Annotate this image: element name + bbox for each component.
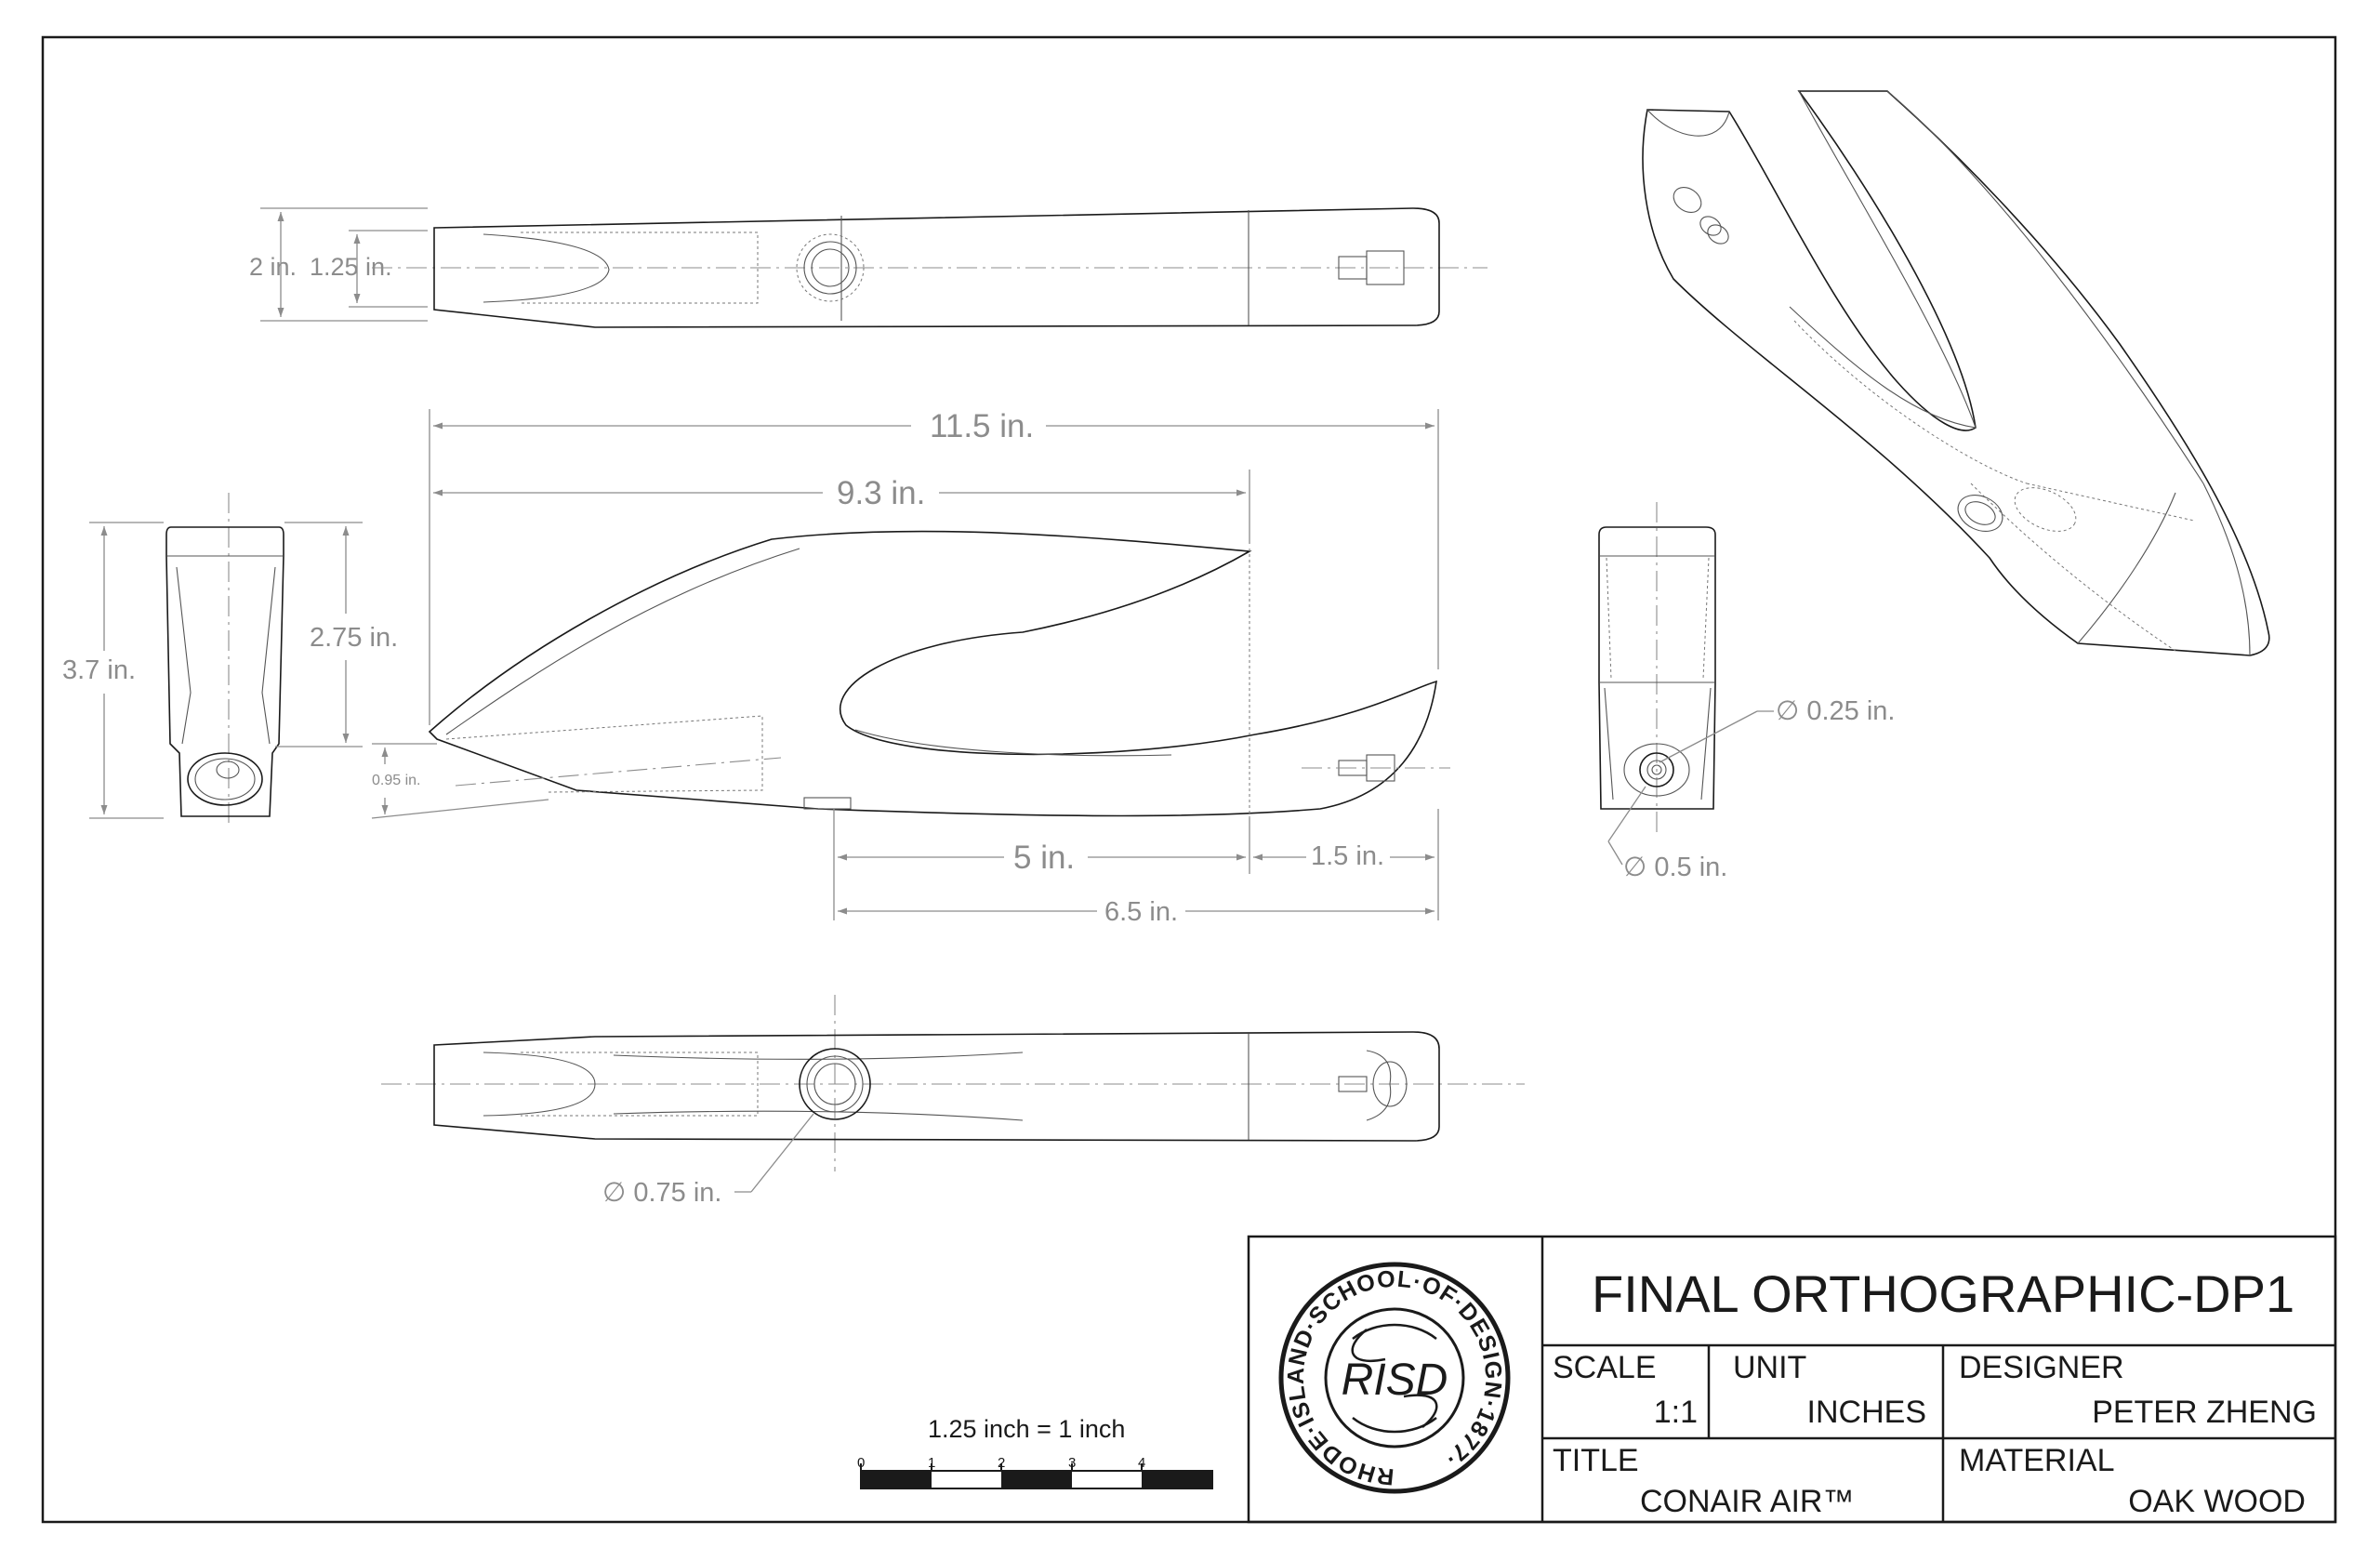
right-end-view: ∅ 0.25 in. ∅ 0.5 in.	[1598, 502, 1895, 882]
dim-0-95in: 0.95 in.	[372, 773, 420, 788]
title-value: CONAIR AIR™	[1640, 1484, 1854, 1519]
dim-3-7in: 3.7 in.	[62, 655, 136, 685]
title-label: TITLE	[1553, 1443, 1639, 1478]
scale-tick-1: 1	[928, 1455, 935, 1471]
dim-5in: 5 in.	[1013, 840, 1075, 876]
dim-6-5in: 6.5 in.	[1104, 897, 1178, 927]
dim-2in: 2 in.	[249, 253, 297, 281]
dim-1-25in: 1.25 in.	[310, 253, 392, 281]
scale-tick-0: 0	[857, 1455, 865, 1471]
scale-bar: 1.25 inch = 1 inch 0 1 2 3 4	[857, 1415, 1213, 1489]
unit-label: UNIT	[1733, 1350, 1806, 1385]
dim-dia-0-5in: ∅ 0.5 in.	[1623, 853, 1727, 882]
dim-2-75in: 2.75 in.	[310, 623, 398, 653]
designer-value: PETER ZHENG	[2092, 1395, 2317, 1430]
isometric-view	[1642, 90, 2270, 656]
bottom-view: ∅ 0.75 in.	[381, 995, 1525, 1208]
sheet-border	[41, 35, 2337, 1524]
dim-1-5in: 1.5 in.	[1311, 841, 1384, 871]
scale-tick-4: 4	[1138, 1455, 1145, 1471]
designer-label: DESIGNER	[1959, 1350, 2124, 1385]
dim-11-5in: 11.5 in.	[930, 408, 1034, 444]
dim-9-3in: 9.3 in.	[837, 475, 925, 511]
scale-label: SCALE	[1553, 1350, 1657, 1385]
risd-seal-logo: RHODE·ISLAND·SCHOOL·OF·DESIGN·1877· RISD	[1278, 1262, 1511, 1494]
dim-dia-0-75in: ∅ 0.75 in.	[602, 1178, 721, 1208]
material-label: MATERIAL	[1959, 1443, 2115, 1478]
scale-tick-3: 3	[1068, 1455, 1076, 1471]
scale-tick-2: 2	[998, 1455, 1005, 1471]
front-view: 11.5 in. 9.3 in. 0.95 in. 5 in. 1.5 in. …	[371, 408, 1450, 927]
drawing-title: FINAL ORTHOGRAPHIC-DP1	[1592, 1264, 2294, 1323]
material-value: OAK WOOD	[2128, 1484, 2306, 1519]
left-end-view: 3.7 in. 2.75 in.	[62, 493, 398, 827]
top-view: 2 in. 1.25 in.	[249, 207, 1488, 328]
unit-value: INCHES	[1807, 1395, 1926, 1430]
dim-dia-0-25in: ∅ 0.25 in.	[1776, 696, 1895, 726]
scale-bar-label: 1.25 inch = 1 inch	[928, 1415, 1125, 1443]
risd-monogram: RISD	[1342, 1356, 1448, 1405]
title-block: RHODE·ISLAND·SCHOOL·OF·DESIGN·1877· RISD…	[1247, 1235, 2337, 1524]
scale-value: 1:1	[1654, 1395, 1698, 1430]
